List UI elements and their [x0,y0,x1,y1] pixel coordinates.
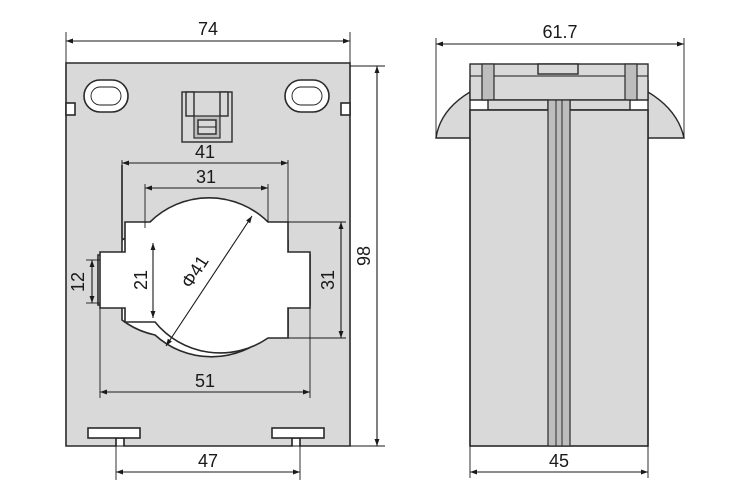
front-view: 74 98 41 31 31 [65,19,385,480]
terminal-block [181,91,233,143]
dim-window-inner-width: 31 [144,167,269,228]
dim-side-top-width-label: 61.7 [542,22,577,42]
dim-bore-height: 21 [131,243,156,318]
dim-window-outer-width-label: 41 [195,142,215,162]
dim-mount-spacing-label: 47 [198,451,218,471]
bottom-left-foot-tab [115,438,125,447]
bottom-left-mount-foot [87,427,141,439]
side-center-split [547,99,571,447]
side-view: 61.7 45 [435,22,685,478]
dim-bottom-width-label: 51 [195,371,215,391]
dim-mount-spacing: 47 [115,446,301,480]
side-right-wing [647,80,685,139]
dim-front-width-label: 74 [198,19,218,39]
dim-bore-height-label: 21 [131,270,151,290]
dim-front-height: 98 [350,65,385,447]
dim-window-height: 31 [288,221,346,339]
bottom-right-foot-tab [291,438,301,447]
bottom-right-mount-foot [271,427,325,439]
right-side-notch [340,102,351,116]
dim-side-bottom-width-label: 45 [549,451,569,471]
dim-front-height-label: 98 [354,246,374,266]
dim-slot-height-label: 12 [68,272,88,292]
dim-side-top-width: 61.7 [435,22,685,138]
dim-bottom-width: 51 [99,308,311,398]
top-right-mount-slot-inner [291,86,323,106]
top-left-mount-slot-inner [90,86,122,106]
dim-window-outer-width: 41 [121,142,289,238]
dim-window-height-label: 31 [318,270,338,290]
side-left-wing [435,80,471,139]
dim-slot-height: 12 [68,259,100,304]
dim-window-inner-width-label: 31 [196,167,216,187]
dim-side-bottom-width: 45 [469,446,649,478]
dim-front-width: 74 [65,19,351,63]
left-side-notch [65,102,76,116]
